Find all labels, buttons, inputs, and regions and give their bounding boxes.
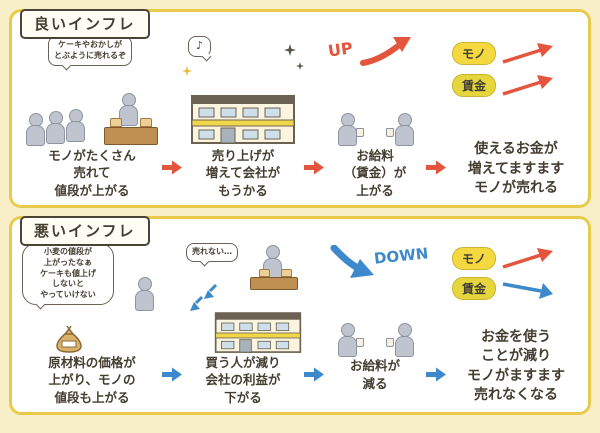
sparkle-icon — [284, 44, 296, 56]
bad-caption-4: お金を使う ことが減り モノがますます 売れなくなる — [467, 328, 565, 404]
badge-mono: モノ — [452, 247, 496, 270]
bad-step-4: モノ 賃金 お金を使う ことが減り モノがますます 売れなくなる — [446, 243, 586, 406]
cake-icon — [281, 269, 292, 277]
cup-icon — [356, 127, 364, 137]
good-caption-1: モノがたくさん 売れて 値段が上がる — [48, 147, 136, 198]
speech-bubble: ケーキやおかしが とぶように売れるぞ — [48, 36, 132, 66]
cake-icon — [140, 117, 152, 127]
bad-scene-salary-down: DOWN — [324, 243, 430, 357]
trend-arrow-up-icon — [502, 74, 553, 96]
person-figure — [338, 112, 357, 146]
bad-step-1: 小麦の値段が 上がったなぁ ケーキも値上げ しないと やっていけない 原材料の価… — [22, 243, 162, 406]
good-scene-queue: ケーキやおかしが とぶように売れるぞ — [22, 36, 162, 147]
flow-arrow-icon — [162, 367, 182, 382]
person-figure — [66, 108, 85, 142]
down-arrow-icon — [190, 295, 204, 311]
trend-arrow-up-icon — [502, 247, 553, 269]
person-figure — [395, 112, 414, 146]
good-flow-row: ケーキやおかしが とぶように売れるぞ モノがたくさん 売れて 値段が上がる ♪ — [22, 36, 580, 199]
bad-step-3: DOWN お給料が 減る — [324, 243, 430, 406]
cake-counter — [250, 277, 298, 290]
cup-icon — [356, 338, 364, 347]
chingin-trend-row: 賃金 — [452, 74, 553, 97]
good-step-1: ケーキやおかしが とぶように売れるぞ モノがたくさん 売れて 値段が上がる — [22, 36, 162, 199]
trend-arrow-down-icon — [502, 281, 553, 299]
bad-flow-row: 小麦の値段が 上がったなぁ ケーキも値上げ しないと やっていけない 原材料の価… — [22, 243, 580, 406]
panel-good-inflation: 良いインフレ ケーキやおかしが とぶように売れるぞ モノがたくさん 売れて 値段… — [9, 9, 591, 208]
good-step-4: モノ 賃金 使えるお金が 増えてますます モノが売れる — [446, 36, 586, 199]
up-arrow-icon — [360, 37, 411, 66]
person-figure — [135, 277, 154, 311]
bad-scene-materials: 小麦の値段が 上がったなぁ ケーキも値上げ しないと やっていけない — [22, 243, 162, 354]
mono-trend-row: モノ — [452, 247, 553, 270]
down-arrow-icon — [204, 283, 218, 299]
cake-icon — [259, 269, 270, 277]
good-scene-salary-up: UP — [324, 36, 426, 147]
sparkle-icon — [182, 66, 192, 76]
thought-bubble: 小麦の値段が 上がったなぁ ケーキも値上げ しないと やっていけない — [22, 243, 114, 305]
bad-step-2: 売れない… — [182, 243, 304, 406]
person-figure — [26, 112, 45, 146]
chingin-trend-row: 賃金 — [452, 277, 553, 300]
building-illustration — [191, 94, 295, 144]
person-figure — [338, 323, 357, 357]
sparkle-icon — [296, 62, 304, 70]
mono-trend-row: モノ — [452, 42, 553, 65]
flour-sack-icon — [56, 325, 82, 353]
good-caption-2: 売り上げが 増えて会社が もうかる — [205, 147, 281, 198]
panel-bad-inflation: 悪いインフレ 小麦の値段が 上がったなぁ ケーキも値上げ しないと やっていけな… — [9, 216, 591, 415]
badge-chingin: 賃金 — [452, 277, 496, 300]
cake-icon — [110, 117, 122, 127]
person-figure — [395, 323, 414, 357]
bad-panel-title: 悪いインフレ — [20, 216, 150, 246]
bad-scene-result: モノ 賃金 — [446, 243, 586, 328]
person-figure — [119, 92, 138, 126]
cup-icon — [386, 127, 394, 137]
good-caption-3: お給料 （賃金）が 上がる — [343, 147, 407, 198]
good-step-2: ♪ 売り上げが 増えて会社が もうかる — [182, 36, 304, 199]
cup-icon — [386, 338, 394, 347]
bad-scene-no-sales: 売れない… — [182, 243, 304, 354]
flow-arrow-icon — [426, 367, 446, 382]
music-note-bubble: ♪ — [188, 36, 212, 57]
music-note-icon: ♪ — [196, 39, 204, 52]
flow-arrow-icon — [426, 160, 446, 175]
good-caption-4: 使えるお金が 増えてますます モノが売れる — [467, 141, 565, 197]
trend-arrow-up-icon — [502, 42, 553, 64]
person-figure — [46, 110, 65, 144]
bad-caption-2: 買う人が減り 会社の利益が 下がる — [205, 354, 281, 405]
bad-caption-1: 原材料の価格が 上がり、モノの 値段も上がる — [48, 354, 136, 405]
speech-bubble: 売れない… — [186, 243, 238, 262]
bad-caption-3: お給料が 減る — [349, 358, 400, 391]
badge-chingin: 賃金 — [452, 74, 496, 97]
good-step-3: UP お給料 （賃金）が 上がる — [324, 36, 426, 199]
flow-arrow-icon — [162, 160, 182, 175]
building-illustration — [214, 311, 302, 353]
up-label: UP — [326, 38, 354, 61]
down-arrow-icon — [330, 245, 374, 278]
down-label: DOWN — [373, 244, 430, 268]
cake-counter — [104, 126, 158, 145]
good-scene-result: モノ 賃金 — [446, 36, 586, 140]
flow-arrow-icon — [304, 160, 324, 175]
flow-arrow-icon — [304, 367, 324, 382]
good-panel-title: 良いインフレ — [20, 9, 150, 39]
badge-mono: モノ — [452, 42, 496, 65]
good-scene-shop: ♪ — [182, 36, 304, 147]
